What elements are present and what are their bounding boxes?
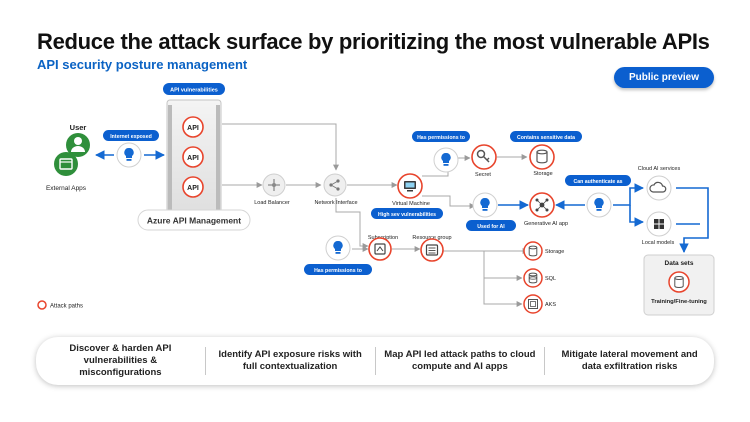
- storage-top-label: Storage: [533, 171, 552, 177]
- storage-icon[interactable]: [523, 241, 543, 261]
- badge-api-vulnerabilities: API vulnerabilities: [163, 83, 225, 95]
- data-sets-label: Data sets: [665, 260, 694, 267]
- lightbulb-icon[interactable]: [472, 192, 498, 218]
- badge-has-permissions-top: Has permissions to: [412, 131, 470, 142]
- user-node[interactable]: [66, 133, 90, 157]
- api-node[interactable]: API: [182, 116, 204, 138]
- footer-divider: [374, 347, 376, 375]
- api-label: API: [187, 125, 199, 132]
- storage-icon[interactable]: [529, 144, 555, 170]
- generative-ai-app-label: Generative AI app: [524, 221, 568, 227]
- svg-text:Internet exposed: Internet exposed: [110, 134, 152, 140]
- badge-high-sev-vulnerabilities: High sev vulnerabilities: [371, 208, 443, 219]
- badge-contains-sensitive-data: Contains sensitive data: [510, 131, 582, 142]
- page-title: Reduce the attack surface by prioritizin…: [37, 29, 710, 54]
- public-preview-badge[interactable]: Public preview: [614, 67, 714, 88]
- load-balancer-label: Load Balancer: [254, 200, 290, 206]
- lightbulb-icon[interactable]: [433, 147, 459, 173]
- local-models-icon[interactable]: [646, 211, 672, 237]
- api-node[interactable]: API: [182, 176, 204, 198]
- svg-text:Has permissions to: Has permissions to: [314, 268, 362, 274]
- aks-label: AKS: [545, 302, 556, 308]
- local-models-label: Local models: [642, 240, 675, 246]
- lightbulb-icon[interactable]: [586, 192, 612, 218]
- training-label: Training/Fine-tuning: [651, 299, 707, 305]
- resource-group-label: Resource group: [412, 235, 451, 241]
- external-apps-node[interactable]: [54, 152, 78, 176]
- user-label: User: [70, 123, 87, 132]
- network-interface-icon[interactable]: [323, 173, 347, 197]
- attack-paths-label: Attack paths: [50, 304, 83, 310]
- footer-item-discover: Discover & harden API vulnerabilities & …: [69, 343, 172, 378]
- resource-group-icon[interactable]: [420, 238, 444, 262]
- badge-can-authenticate: Can authenticate as: [565, 175, 631, 186]
- secret-label: Secret: [475, 172, 491, 178]
- virtual-machine-icon[interactable]: [397, 173, 423, 199]
- svg-text:Used for AI: Used for AI: [477, 224, 505, 230]
- apim-label-box: Azure API Management: [137, 209, 251, 231]
- apim-label: Azure API Management: [147, 216, 241, 226]
- svg-text:Has permissions to: Has permissions to: [417, 135, 465, 141]
- badge-used-for-ai: Used for AI: [466, 220, 516, 231]
- generative-ai-app-icon[interactable]: [529, 192, 555, 218]
- footer-item-mitigate: Mitigate lateral movement and data exfil…: [561, 349, 698, 372]
- secret-key-icon[interactable]: [471, 144, 497, 170]
- sql-icon[interactable]: [523, 268, 543, 288]
- cloud-ai-services-label: Cloud AI services: [638, 166, 681, 172]
- attack-paths-legend: Attack paths: [37, 300, 83, 310]
- api-node[interactable]: API: [182, 146, 204, 168]
- data-sets-box[interactable]: Data sets Training/Fine-tuning: [643, 254, 715, 316]
- api-label: API: [187, 155, 199, 162]
- svg-text:High sev vulnerabilities: High sev vulnerabilities: [378, 212, 436, 218]
- footer-item-identify: Identify API exposure risks with full co…: [218, 349, 362, 372]
- virtual-machine-label: Virtual Machine: [392, 201, 430, 207]
- svg-text:API vulnerabilities: API vulnerabilities: [170, 88, 218, 94]
- footer-divider: [544, 347, 546, 375]
- page-subtitle: API security posture management: [37, 57, 248, 72]
- footer-summary-bar: Discover & harden API vulnerabilities & …: [36, 337, 714, 385]
- load-balancer-icon[interactable]: [262, 173, 286, 197]
- external-apps-label: External Apps: [46, 185, 87, 192]
- lightbulb-icon[interactable]: [325, 235, 351, 261]
- aks-icon[interactable]: [523, 294, 543, 314]
- sql-label: SQL: [545, 276, 556, 282]
- svg-text:Can authenticate as: Can authenticate as: [573, 179, 622, 185]
- cloud-icon[interactable]: [646, 175, 672, 201]
- footer-divider: [204, 347, 206, 375]
- storage-label: Storage: [545, 249, 564, 255]
- badge-internet-exposed: Internet exposed: [103, 130, 159, 141]
- network-interface-label: Network Interface: [314, 200, 357, 206]
- footer-item-map: Map API led attack paths to cloud comput…: [384, 349, 536, 372]
- lightbulb-icon[interactable]: [116, 142, 142, 168]
- badge-has-permissions-bottom: Has permissions to: [304, 264, 372, 275]
- api-label: API: [187, 185, 199, 192]
- svg-text:Contains sensitive data: Contains sensitive data: [517, 135, 575, 141]
- subscription-icon[interactable]: [368, 237, 392, 261]
